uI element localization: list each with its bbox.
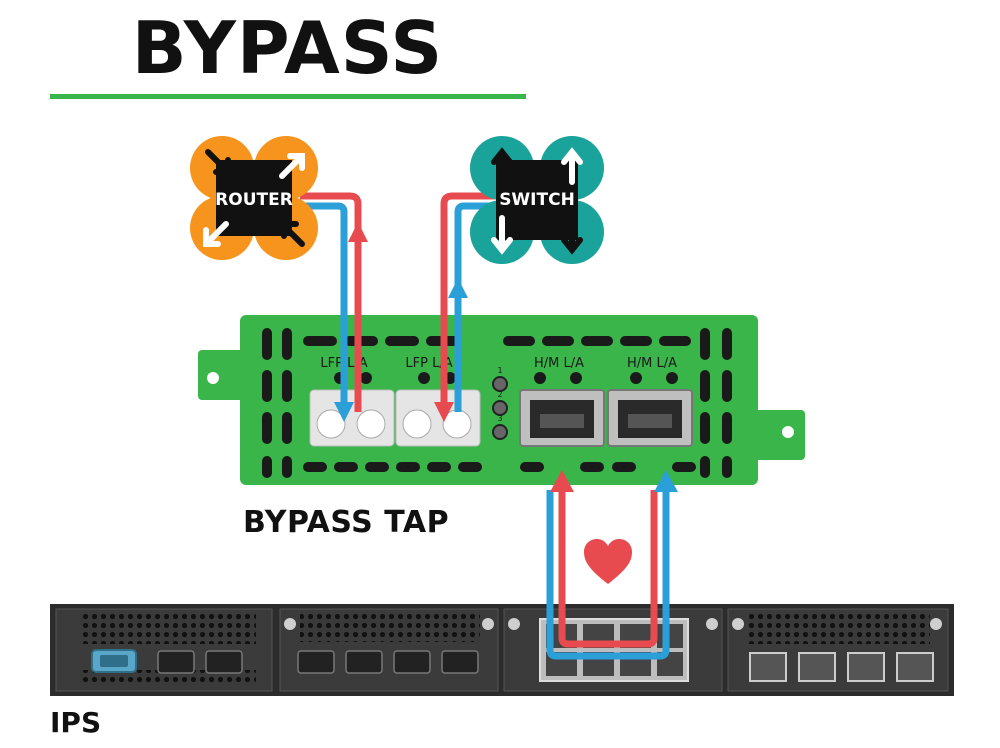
router-label: ROUTER: [215, 190, 293, 210]
heart-icon: [584, 539, 632, 584]
led-label-1: 1: [497, 366, 502, 375]
arrow-icon: [550, 470, 574, 492]
ips-chassis: [50, 604, 954, 696]
title-underline: [50, 94, 526, 99]
led-label-2: 2: [497, 390, 502, 399]
port-label-hm-la-1: H/M L/A: [534, 356, 584, 371]
page-title: BYPASS: [131, 6, 444, 90]
traffic-lines: [300, 192, 670, 660]
switch-label: SWITCH: [499, 190, 575, 210]
switch-icon: [470, 136, 604, 264]
arrow-icon: [448, 278, 468, 298]
arrow-icon: [334, 402, 354, 422]
bypass-tap-label: BYPASS TAP: [243, 505, 450, 540]
ips-label: IPS: [50, 706, 102, 739]
arrow-icons: [334, 222, 678, 492]
arrow-icon: [434, 402, 454, 422]
router-icon: [190, 136, 318, 260]
bypass-tap-device: [198, 315, 805, 485]
led-label-3: 3: [497, 414, 502, 423]
arrow-icon: [654, 470, 678, 492]
port-label-hm-la-2: H/M L/A: [627, 356, 677, 371]
arrow-icon: [348, 222, 368, 242]
